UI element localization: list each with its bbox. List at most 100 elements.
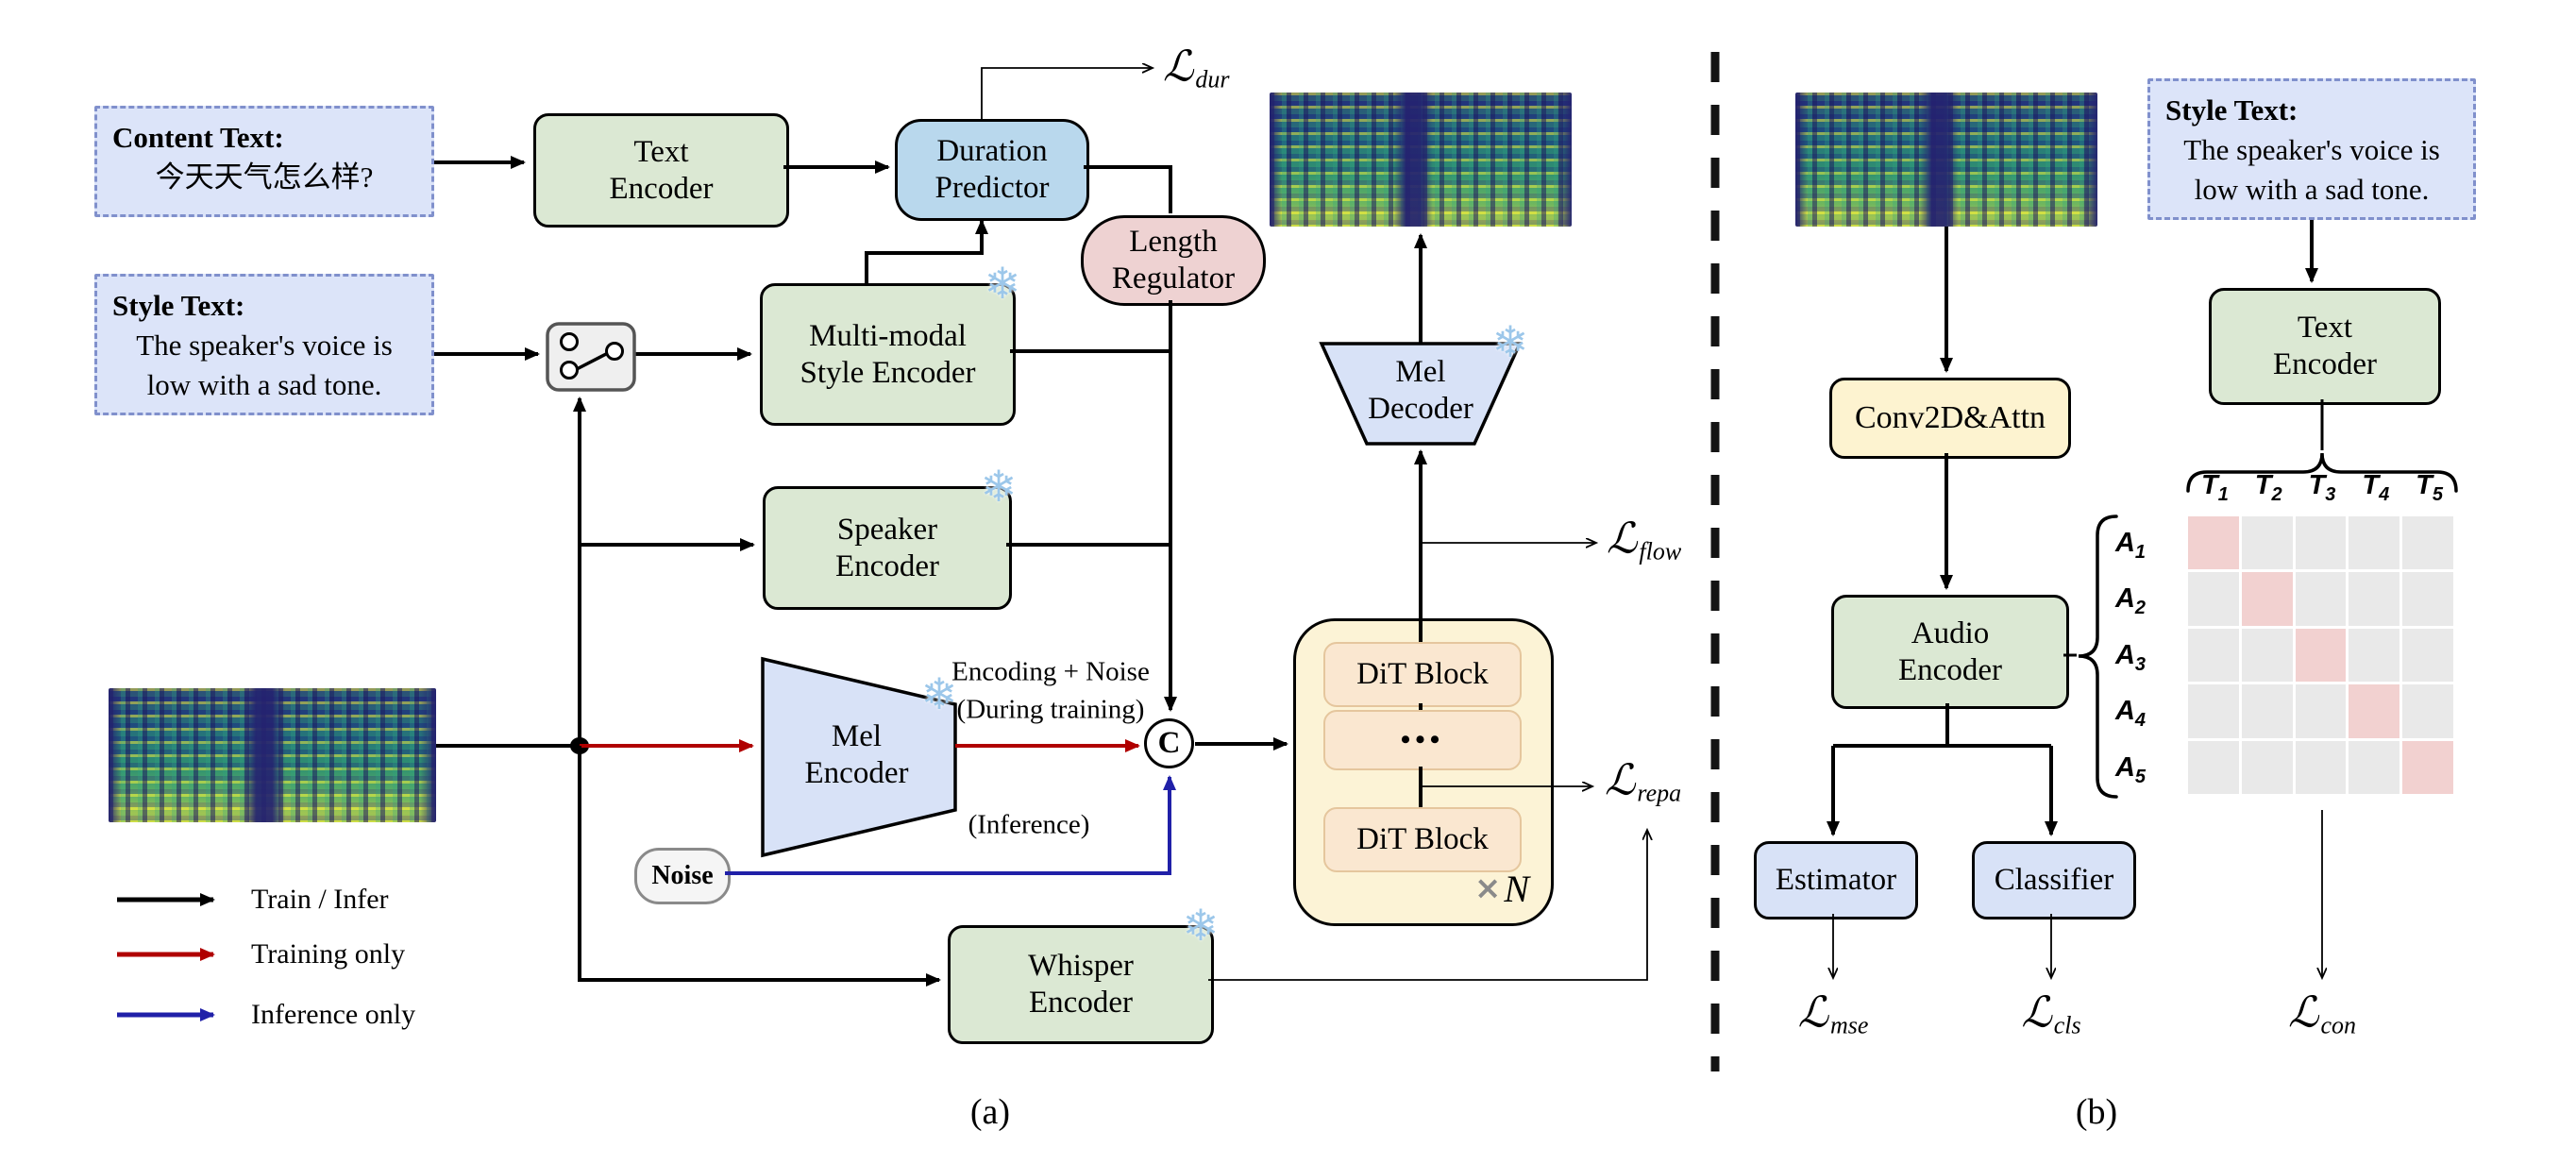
dit-block-bottom: DiT Block: [1323, 807, 1522, 872]
frozen-snowflake-icon: ❄: [1491, 316, 1529, 367]
loss-repa-symbol: ℒ: [1605, 756, 1636, 804]
estimator-label: Estimator: [1775, 863, 1897, 898]
matrix-row-label: A2: [2114, 583, 2147, 619]
matrix-cell: [2188, 628, 2239, 683]
concat-node: C: [1144, 718, 1194, 768]
matrix-cell: [2295, 516, 2347, 570]
loss-con-symbol: ℒ: [2288, 988, 2319, 1037]
matrix-col-label: T5: [2416, 470, 2443, 505]
text-encoder-box-a: Text Encoder: [533, 113, 789, 228]
junction-dot: [570, 737, 589, 754]
matrix-cell: [2349, 628, 2400, 683]
matrix-row-label: A5: [2114, 751, 2147, 787]
matrix-cell: [2295, 572, 2347, 626]
loss-dur-symbol: ℒ: [1163, 42, 1194, 91]
style-text-box-b: Style Text: The speaker's voice is low w…: [2147, 78, 2476, 220]
caption-b: (b): [2075, 1092, 2118, 1132]
audio-encoder-box: Audio Encoder: [1831, 595, 2069, 709]
content-text-title: Content Text:: [112, 121, 284, 154]
estimator-box: Estimator: [1754, 841, 1918, 919]
wire-mse-to-duration-predictor: [865, 219, 988, 283]
matrix-cell: [2188, 740, 2239, 794]
matrix-col-label: T1: [2200, 470, 2229, 505]
encoding-noise-annotation-2: (During training): [956, 694, 1145, 725]
style-text-body1-b: The speaker's voice is: [2183, 132, 2440, 166]
matrix-cell: [2188, 572, 2239, 626]
content-text-box: Content Text: 今天天气怎么样?: [94, 106, 434, 217]
dit-block-ellipsis: •••: [1323, 710, 1522, 770]
matrix-col-label: T3: [2308, 470, 2336, 505]
spectrogram-generated-output: [1270, 93, 1572, 227]
content-text-body: 今天天气怎么样?: [155, 160, 374, 194]
encoding-noise-annotation-1: Encoding + Noise: [951, 656, 1150, 687]
matrix-cell: [2349, 740, 2400, 794]
concat-label: C: [1157, 726, 1181, 760]
matrix-cell: [2241, 740, 2293, 794]
style-text-body2-a: low with a sad tone.: [146, 367, 382, 401]
matrix-cell-match: [2402, 740, 2453, 794]
speaker-encoder-label: Speaker Encoder: [835, 512, 939, 583]
matrix-col-label: T4: [2362, 470, 2390, 505]
mel-decoder-label: Mel Decoder: [1368, 355, 1473, 426]
matrix-row-label: A1: [2114, 528, 2147, 563]
matrix-cell-match: [2241, 572, 2293, 626]
dit-repeat-times: ⨯ N: [1397, 867, 1529, 910]
multimodal-style-encoder-box: Multi-modal Style Encoder: [760, 283, 1016, 426]
length-regulator-box: Length Regulator: [1081, 215, 1266, 306]
matrix-cell: [2188, 684, 2239, 738]
matrix-cell-match: [2188, 516, 2239, 570]
matrix-cell-match: [2349, 684, 2400, 738]
loss-repa-sub: repa: [1637, 779, 1682, 807]
loss-flow-symbol: ℒ: [1607, 515, 1638, 563]
matrix-cell: [2295, 684, 2347, 738]
style-text-title-a: Style Text:: [112, 289, 245, 322]
matrix-cell: [2241, 516, 2293, 570]
matrix-cell: [2402, 516, 2453, 570]
matrix-cell: [2295, 740, 2347, 794]
spectrogram-input-b: [1795, 93, 2097, 227]
conv2d-attn-box: Conv2D&Attn: [1829, 378, 2071, 459]
loss-mse-symbol: ℒ: [1797, 988, 1828, 1037]
matrix-row-label: A4: [2114, 696, 2147, 731]
times-icon: ⨯: [1473, 869, 1502, 907]
classifier-box: Classifier: [1972, 841, 2136, 919]
text-encoder-label-a: Text Encoder: [609, 134, 714, 206]
style-text-body2-b: low with a sad tone.: [2194, 172, 2430, 206]
frozen-snowflake-icon: ❄: [1182, 900, 1220, 951]
matrix-col-labels: T1 T2 T3 T4 T5: [2188, 470, 2456, 508]
loss-flow-sub: flow: [1639, 537, 1682, 565]
dit-block-top-label: DiT Block: [1356, 657, 1489, 692]
matrix-col-label: T2: [2254, 470, 2282, 505]
loss-cls-symbol: ℒ: [2021, 988, 2052, 1037]
noise-label: Noise: [651, 861, 714, 890]
matrix-cell: [2349, 516, 2400, 570]
conv2d-attn-label: Conv2D&Attn: [1854, 399, 2046, 435]
duration-predictor-box: Duration Predictor: [895, 119, 1089, 221]
whisper-encoder-label: Whisper Encoder: [1028, 949, 1134, 1020]
legend-label-train-infer: Train / Infer: [251, 884, 389, 915]
wire-dp-to-length-regulator: [1084, 165, 1172, 213]
mel-encoder-label: Mel Encoder: [804, 719, 909, 790]
text-encoder-label-b: Text Encoder: [2273, 311, 2377, 381]
matrix-cell: [2349, 572, 2400, 626]
matrix-cell: [2402, 572, 2453, 626]
frozen-snowflake-icon: ❄: [920, 668, 958, 719]
spectrogram-reference-input: [109, 688, 436, 822]
legend-label-training-only: Training only: [251, 938, 406, 970]
duration-predictor-label: Duration Predictor: [934, 134, 1050, 205]
noise-pill: Noise: [634, 848, 731, 904]
frozen-snowflake-icon: ❄: [980, 461, 1018, 512]
classifier-label: Classifier: [1994, 863, 2114, 898]
matrix-row-label: A3: [2114, 639, 2147, 675]
matrix-cell: [2402, 628, 2453, 683]
style-source-switch-icon: [546, 322, 636, 392]
caption-a: (a): [969, 1092, 1011, 1132]
loss-dur-sub: dur: [1195, 65, 1230, 93]
matrix-cell: [2241, 628, 2293, 683]
dit-block-bottom-label: DiT Block: [1356, 822, 1489, 857]
repeat-n-label: N: [1504, 867, 1529, 910]
